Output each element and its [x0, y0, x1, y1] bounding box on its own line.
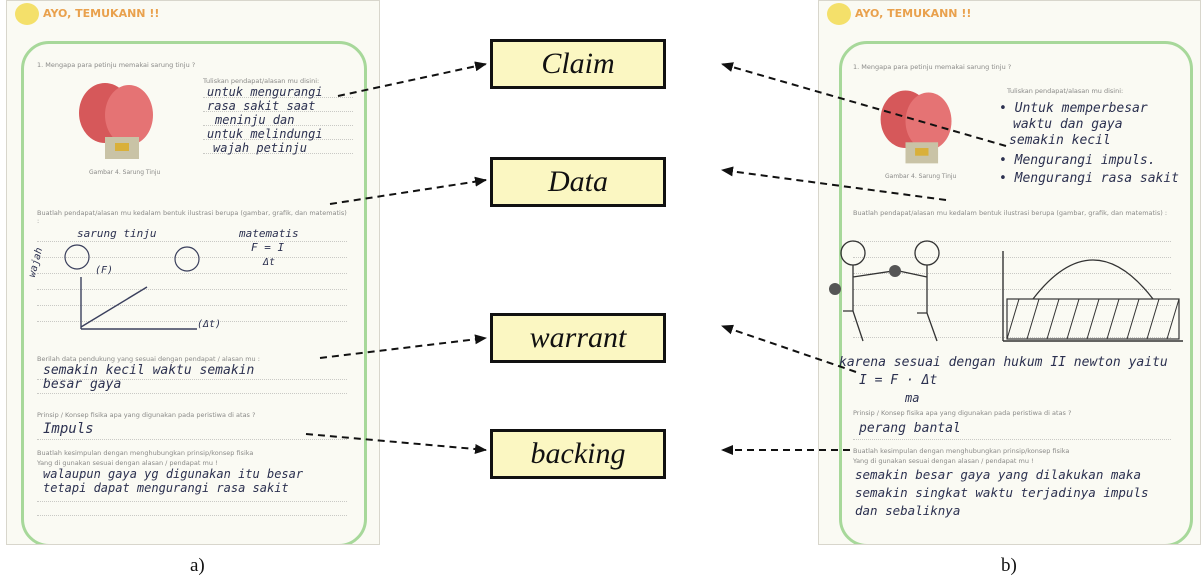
principle-answer: perang bantal	[859, 421, 961, 436]
claim-answer-line: waktu dan gaya	[1013, 117, 1123, 132]
warrant-formula-note: ma	[905, 391, 920, 405]
backing-answer-line: semakin singkat waktu terjadinya impuls	[855, 485, 1149, 500]
panel-label-b: b)	[1001, 555, 1017, 576]
worksheet-header: AYO, TEMUKANN !!	[855, 7, 972, 20]
warrant-answer-line: karena sesuai dengan hukum II newton yai…	[839, 355, 1168, 370]
boxers-sketch-and-graph	[829, 240, 1183, 342]
warrant-formula: I = F · Δt	[859, 373, 938, 388]
warrant-answer-line: besar gaya	[43, 377, 122, 392]
question-4: Prinsip / Konsep fisika apa yang digunak…	[37, 411, 256, 419]
panel-label-a: a)	[190, 555, 205, 576]
arrow-a-warrant	[319, 334, 487, 359]
claim-answer-line: • Untuk memperbesar	[999, 101, 1148, 116]
worksheet-frame	[21, 41, 367, 544]
data-sketch-label: matematis	[239, 227, 299, 240]
warrant-label-box: warrant	[490, 313, 666, 363]
question-1: 1. Mengapa para petinju memakai sarung t…	[37, 61, 196, 69]
claim-answer-line: rasa sakit saat	[207, 99, 316, 113]
backing-answer-line: dan sebaliknya	[855, 503, 961, 518]
arrow-b-data	[721, 166, 947, 201]
question-5: Buatlah kesimpulan dengan menghubungkan …	[37, 449, 254, 457]
figure-caption: Gambar 4. Sarung Tinju	[89, 169, 161, 176]
worksheet-header: AYO, TEMUKANN !!	[43, 7, 160, 20]
claim-answer-line: • Mengurangi rasa sakit	[999, 171, 1180, 186]
lightbulb-icon	[15, 3, 39, 25]
claim-answer-line: semakin kecil	[1009, 133, 1111, 148]
backing-answer-line: semakin besar gaya yang dilakukan maka	[855, 467, 1141, 482]
sketch-graph	[64, 244, 200, 330]
worksheet-b-photo: AYO, TEMUKANN !! 1. Mengapa para petinju…	[818, 0, 1201, 545]
warrant-answer-line: semakin kecil waktu semakin	[43, 363, 255, 378]
question-3: Berilah data pendukung yang sesuai denga…	[37, 355, 260, 363]
worksheet-frame	[839, 41, 1193, 544]
claim-answer-line: meninju dan	[215, 113, 295, 127]
claim-answer-line: untuk melindungi	[207, 127, 323, 141]
question-5-line-2: Yang di gunakan sesuai dengan alasan / p…	[853, 457, 1034, 465]
boxing-glove-icon	[79, 83, 153, 159]
backing-label-box: backing	[490, 429, 666, 479]
question-5: Buatlah kesimpulan dengan menghubungkan …	[853, 447, 1070, 455]
arrow-a-data	[329, 176, 487, 205]
claim-answer-line: • Mengurangi impuls.	[999, 153, 1156, 168]
arrow-b-claim	[721, 62, 1007, 147]
graph-label: (F)	[95, 265, 114, 276]
answer-prompt: Tuliskan pendapat/alasan mu disini:	[203, 77, 320, 85]
formula-line: F = I	[251, 241, 285, 254]
worksheet-a-photo: AYO, TEMUKANN !! 1. Mengapa para petinju…	[6, 0, 380, 545]
arrow-a-claim	[337, 61, 487, 97]
claim-label-box: Claim	[490, 39, 666, 89]
question-1: 1. Mengapa para petinju memakai sarung t…	[853, 63, 1012, 71]
lightbulb-icon	[827, 3, 851, 25]
question-2: Buatlah pendapat/alasan mu kedalam bentu…	[853, 209, 1168, 217]
formula-line: Δt	[263, 257, 276, 268]
claim-answer-line: untuk mengurangi	[207, 85, 323, 99]
backing-answer-line: walaupun gaya yg digunakan itu besar	[43, 467, 304, 481]
figure-caption: Gambar 4. Sarung Tinju	[885, 173, 957, 180]
claim-answer-line: wajah petinju	[213, 141, 307, 155]
data-sketch-label: sarung tinju	[77, 227, 157, 240]
backing-answer-line: tetapi dapat mengurangi rasa sakit	[43, 481, 289, 495]
graph-label: (Δt)	[197, 319, 222, 330]
principle-answer: Impuls	[43, 421, 94, 437]
answer-prompt: Tuliskan pendapat/alasan mu disini:	[1007, 87, 1124, 95]
question-2: Buatlah pendapat/alasan mu kedalam bentu…	[37, 209, 347, 225]
arrow-a-backing	[305, 433, 487, 455]
boxing-glove-icon	[880, 90, 952, 164]
question-5-line-2: Yang di gunakan sesuai dengan alasan / p…	[37, 459, 218, 467]
question-4: Prinsip / Konsep fisika apa yang digunak…	[853, 409, 1072, 417]
arrow-b-warrant	[721, 324, 857, 373]
data-label-box: Data	[490, 157, 666, 207]
